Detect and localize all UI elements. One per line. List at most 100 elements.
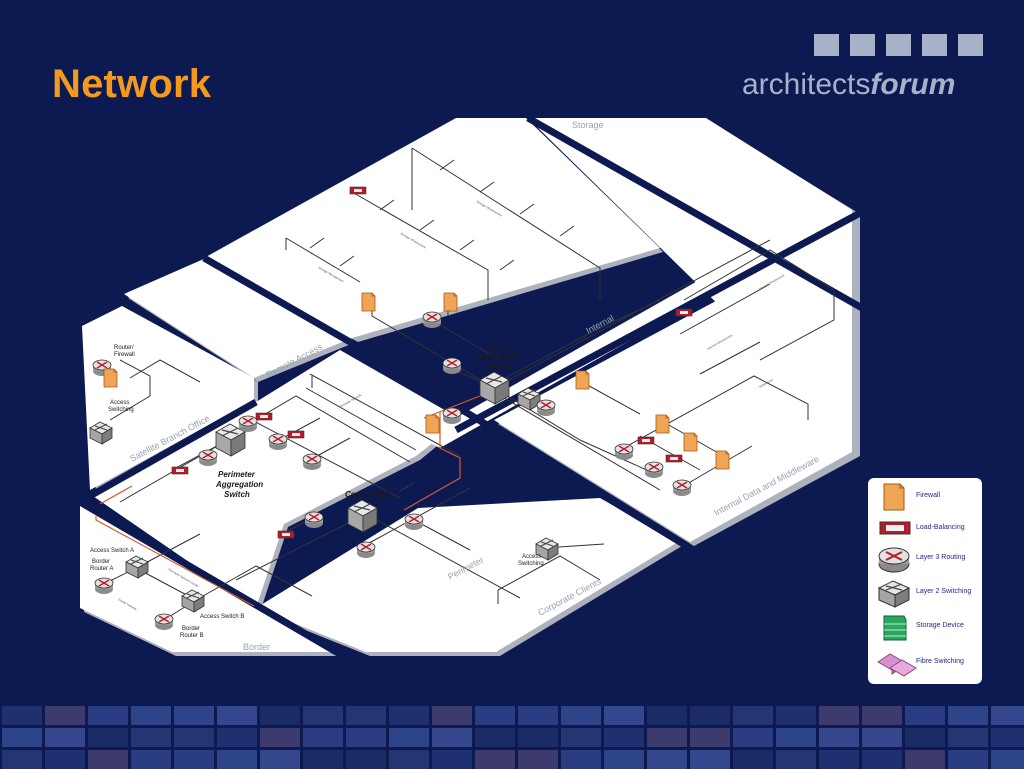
router-firewall-label: Router/Firewall: [114, 345, 135, 358]
decorative-tile: [905, 706, 945, 725]
load-balancer-icon: [171, 466, 189, 475]
router-icon: [672, 479, 692, 497]
load-balancer-icon: [277, 530, 295, 539]
decorative-tile: [905, 750, 945, 769]
decorative-tile: [905, 728, 945, 747]
decorative-tile: [303, 750, 343, 769]
decorative-tile: [217, 728, 257, 747]
decorative-tile: [346, 750, 386, 769]
legend-item-storage-device: Storage Device: [872, 612, 980, 642]
decorative-tile: [518, 728, 558, 747]
router-icon: [442, 407, 462, 425]
decorative-tile: [862, 706, 902, 725]
decorative-tile: [561, 706, 601, 725]
zone-label-border: Border: [243, 642, 270, 652]
decorative-tile: [819, 706, 859, 725]
legend-label-storage-device: Storage Device: [916, 622, 964, 629]
access-switch-b-label: Access Switch B: [200, 614, 244, 620]
router-icon: [614, 443, 634, 461]
logo-square: [850, 34, 875, 56]
decorative-tile: [389, 706, 429, 725]
legend-label-layer2-switching: Layer 2 Switching: [916, 588, 972, 595]
logo-square: [922, 34, 947, 56]
decorative-tile: [432, 728, 472, 747]
zone-label-storage: Storage: [572, 120, 604, 130]
decorative-tile: [647, 728, 687, 747]
load-balancer-icon: [349, 186, 367, 195]
decorative-tile: [948, 706, 988, 725]
decorative-tile: [174, 706, 214, 725]
decorative-tile: [819, 750, 859, 769]
decorative-tile: [88, 750, 128, 769]
zone-remote-access: [124, 258, 352, 378]
decorative-tile: [260, 706, 300, 725]
slide-title: Network: [52, 62, 212, 106]
decorative-tile: [131, 728, 171, 747]
router-icon: [404, 513, 424, 531]
border-router-a-icon: [94, 577, 114, 595]
decorative-tile: [475, 706, 515, 725]
core-switch-label: Core Switch: [345, 490, 391, 499]
decorative-tile: [303, 706, 343, 725]
decorative-tile: [45, 750, 85, 769]
router-icon: [302, 453, 322, 471]
decorative-tile: [561, 750, 601, 769]
decorative-tile: [2, 728, 42, 747]
zone-border: [80, 502, 340, 652]
decorative-tile: [303, 728, 343, 747]
decorative-tile: [2, 706, 42, 725]
decorative-tile: [217, 750, 257, 769]
decorative-tile: [690, 728, 730, 747]
decorative-tile: [45, 706, 85, 725]
router-icon: [238, 415, 258, 433]
router-icon: [304, 511, 324, 529]
firewall-icon: [361, 292, 376, 312]
legend-label-fibre-switching: Fibre Switching: [916, 658, 964, 665]
access-switch-a-label: Access Switch A: [90, 548, 134, 554]
fibre-switching-icon: [877, 653, 917, 677]
decorative-tile: [88, 728, 128, 747]
load-balancer-icon: [675, 308, 693, 317]
decorative-tile: [948, 728, 988, 747]
decorative-tile: [604, 750, 644, 769]
legend-label-firewall: Firewall: [916, 492, 941, 499]
legend-item-layer2-switching: Layer 2 Switching: [872, 578, 980, 608]
decorative-tile: [518, 706, 558, 725]
decorative-tile: [131, 750, 171, 769]
decorative-tile-band: [0, 704, 1024, 769]
decorative-tile: [260, 750, 300, 769]
load-balancer-icon: [287, 430, 305, 439]
load-balancer-icon: [255, 412, 273, 421]
decorative-tile: [131, 706, 171, 725]
decorative-tile: [475, 728, 515, 747]
firewall-icon: [715, 450, 730, 470]
decorative-tile: [948, 750, 988, 769]
decorative-tile: [991, 706, 1024, 725]
decorative-tile: [346, 728, 386, 747]
storage-device-icon: [883, 615, 907, 641]
svg-text:Internal Link: Internal Link: [399, 481, 416, 493]
decorative-tile: [174, 728, 214, 747]
decorative-tile: [647, 750, 687, 769]
border-router-b-icon: [154, 613, 174, 631]
legend-label-layer3-routing: Layer 3 Routing: [916, 554, 966, 561]
logo-square: [886, 34, 911, 56]
router-icon: [442, 357, 462, 375]
decorative-tile: [217, 706, 257, 725]
decorative-tile: [776, 728, 816, 747]
zone-storage: [204, 118, 660, 338]
decorative-tile: [518, 750, 558, 769]
svg-text:Middleware: Middleware: [759, 378, 775, 389]
router-icon: [536, 399, 556, 417]
decorative-tile: [776, 706, 816, 725]
decorative-tile: [45, 728, 85, 747]
firewall-icon: [425, 414, 440, 434]
decorative-tile: [604, 706, 644, 725]
decorative-tile: [776, 750, 816, 769]
decorative-tile: [174, 750, 214, 769]
